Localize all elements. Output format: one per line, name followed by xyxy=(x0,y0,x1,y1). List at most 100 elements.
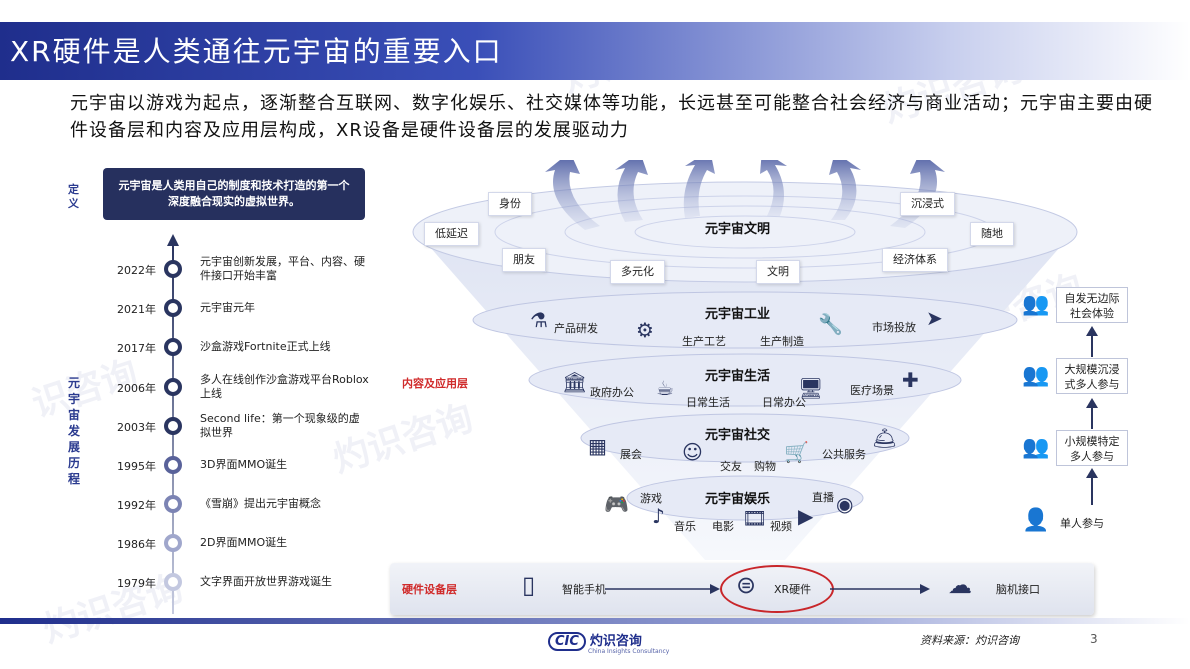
footer-divider xyxy=(0,618,1190,624)
page-number: 3 xyxy=(1090,632,1098,646)
desk-icon: 🖥 xyxy=(798,376,824,400)
funnel-item: 医疗场景 xyxy=(850,384,894,397)
definition-box: 元宇宙是人类用自己的制度和技术打造的第一个深度融合现实的虚拟世界。 xyxy=(103,168,365,220)
film-icon: 🎞 xyxy=(742,506,768,530)
pair-icon: 👥 xyxy=(1022,435,1050,460)
video-icon: ▶ xyxy=(798,504,814,528)
chip: 经济体系 xyxy=(882,248,948,272)
user-icon: 👤 xyxy=(1022,508,1050,533)
layer-title-industry: 元宇宙工业 xyxy=(705,307,771,322)
timeline-dot-icon xyxy=(164,573,182,591)
timeline-item: 2003年 Second life：第一个现象级的虚拟世界 xyxy=(96,412,366,439)
gamepad-icon: 🎮 xyxy=(604,492,629,516)
timeline-item: 1979年 文字界面开放世界游戏诞生 xyxy=(96,572,366,592)
chip: 多元化 xyxy=(610,260,665,284)
paper-plane-icon: ➤ xyxy=(926,306,943,330)
funnel-item: 展会 xyxy=(620,448,642,461)
coffee-icon: ☕ xyxy=(656,376,674,400)
vr-headset-icon: ⊜ xyxy=(736,571,757,599)
chip: 随地 xyxy=(970,222,1014,246)
title-bar: XR硬件是人类通往元宇宙的重要入口 xyxy=(0,22,1190,80)
participation-box: 小规模特定多人参与 xyxy=(1056,430,1128,466)
hardware-bar: 硬件设备层 ▯ 智能手机 ⊜ XR硬件 ☁ 脑机接口 xyxy=(390,563,1094,615)
timeline-year: 1986年 xyxy=(117,538,156,551)
company-logo-subtitle: China Insights Consultancy xyxy=(588,648,670,655)
layer-title-life: 元宇宙生活 xyxy=(705,369,771,384)
funnel-item: 日常办公 xyxy=(762,396,806,409)
participation-box: 自发无边际社会体验 xyxy=(1056,287,1128,323)
chip: 低延迟 xyxy=(424,222,479,246)
chip: 朋友 xyxy=(502,248,546,272)
timeline-text: 元宇宙元年 xyxy=(200,301,255,314)
funnel-item: 游戏 xyxy=(640,492,662,505)
friends-icon: ☺ xyxy=(682,440,703,464)
timeline-item: 1992年 《雪崩》提出元宇宙概念 xyxy=(96,494,366,514)
funnel-item: 音乐 xyxy=(674,520,696,533)
timeline-text: 3D界面MMO诞生 xyxy=(200,458,288,471)
funnel-item: 产品研发 xyxy=(554,322,598,335)
connector-line xyxy=(1091,407,1093,429)
timeline-item: 2006年 多人在线创作沙盒游戏平台Roblox上线 xyxy=(96,373,369,400)
timeline-dot-icon xyxy=(164,378,182,396)
funnel-item: 交友 xyxy=(720,460,742,473)
funnel-item: 购物 xyxy=(754,460,776,473)
timeline-year: 2017年 xyxy=(117,342,156,355)
timeline-dot-icon xyxy=(164,534,182,552)
funnel-item: 市场投放 xyxy=(872,321,916,334)
hardware-label: 硬件设备层 xyxy=(402,583,457,596)
funnel-item: 视频 xyxy=(770,520,792,533)
service-icon: 🛎 xyxy=(872,426,898,450)
connector-line xyxy=(1091,477,1093,505)
timeline-arrow-icon xyxy=(167,234,179,246)
funnel-item: 生产工艺 xyxy=(682,335,726,348)
layer-title-civilization: 元宇宙文明 xyxy=(705,222,771,237)
chip: 沉浸式 xyxy=(900,192,955,216)
medical-kit-icon: ✚ xyxy=(902,368,919,392)
funnel-item: 生产制造 xyxy=(760,335,804,348)
layer-title-entertainment: 元宇宙娱乐 xyxy=(705,492,771,507)
hardware-arrows xyxy=(605,584,930,594)
timeline-year: 1979年 xyxy=(117,577,156,590)
funnel-item: 公共服务 xyxy=(822,448,866,461)
timeline-dot-icon xyxy=(164,338,182,356)
slide-title: XR硬件是人类通往元宇宙的重要入口 xyxy=(10,35,503,68)
timeline-text: 《雪崩》提出元宇宙概念 xyxy=(200,497,321,510)
timeline-dot-icon xyxy=(164,260,182,278)
hardware-item: XR硬件 xyxy=(774,583,812,596)
history-label: 元宇宙发展历程 xyxy=(68,376,81,486)
source-note: 资料来源：灼识咨询 xyxy=(920,634,1019,647)
timeline-item: 2022年 元宇宙创新发展，平台、内容、硬件接口开始丰富 xyxy=(96,255,366,282)
users-icon: 👥 xyxy=(1022,363,1050,388)
government-icon: 🏛 xyxy=(562,370,588,394)
funnel-item: 政府办公 xyxy=(590,386,634,399)
gears-icon: ⚙ xyxy=(636,318,654,342)
hardware-item: 脑机接口 xyxy=(996,583,1040,596)
arrow-up-icon xyxy=(1086,468,1098,478)
timeline-item: 1995年 3D界面MMO诞生 xyxy=(96,455,366,475)
timeline-text: 2D界面MMO诞生 xyxy=(200,536,288,549)
timeline-text: 多人在线创作沙盒游戏平台Roblox上线 xyxy=(200,373,369,400)
funnel-item: 日常生活 xyxy=(686,396,730,409)
arrow-up-icon xyxy=(1086,326,1098,336)
timeline-text: 文字界面开放世界游戏诞生 xyxy=(200,575,332,588)
funnel-item: 直播 xyxy=(812,491,834,504)
brain-icon: ☁ xyxy=(948,571,972,599)
cart-icon: 🛒 xyxy=(784,440,809,464)
chip: 身份 xyxy=(488,192,532,216)
participation-label: 单人参与 xyxy=(1060,517,1104,530)
timeline-dot-icon xyxy=(164,417,182,435)
group-icon: 👥 xyxy=(1022,292,1050,317)
microscope-icon: ⚗ xyxy=(530,308,548,332)
timeline-dot-icon xyxy=(164,456,182,474)
smartphone-icon: ▯ xyxy=(522,571,536,599)
connector-line xyxy=(1091,335,1093,357)
hardware-item: 智能手机 xyxy=(562,583,606,596)
timeline-item: 1986年 2D界面MMO诞生 xyxy=(96,533,366,553)
participation-box: 大规模沉浸式多人参与 xyxy=(1056,358,1128,394)
timeline-dot-icon xyxy=(164,495,182,513)
timeline-year: 2003年 xyxy=(117,421,156,434)
arrow-up-icon xyxy=(1086,398,1098,408)
timeline-year: 1995年 xyxy=(117,460,156,473)
timeline-item: 2021年 元宇宙元年 xyxy=(96,298,366,318)
